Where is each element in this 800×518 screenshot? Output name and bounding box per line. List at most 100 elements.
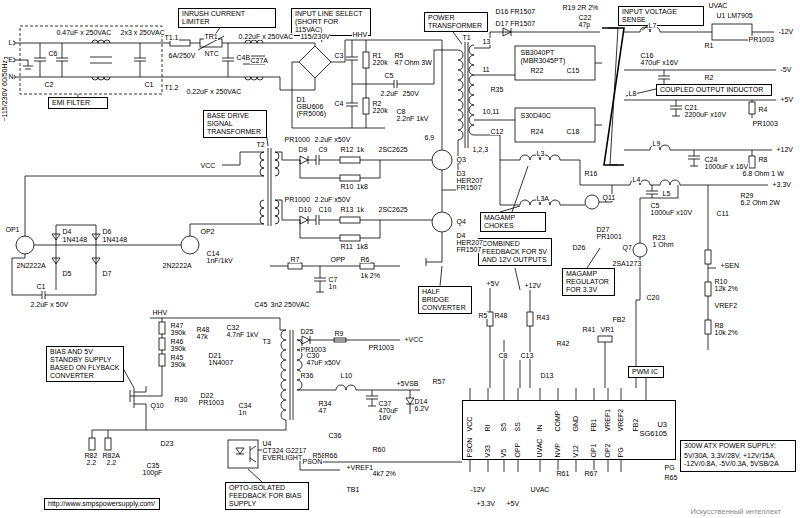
node-text: COMBINED FEEDBACK FOR 5V AND 12V OUTPUTS [482, 240, 548, 264]
part-label: R2 [704, 74, 714, 81]
part-label: 390k [170, 361, 186, 368]
part-label: PSON [302, 458, 323, 465]
part-label: C11 [716, 210, 729, 217]
part-label: C5 [384, 72, 394, 79]
part-label: R29 [740, 192, 754, 199]
part-label: T2 [256, 141, 265, 148]
part-label: 0.22uF x 250VAC [238, 33, 294, 40]
part-label: C15 [566, 67, 580, 74]
pin-name: FB1 [590, 418, 597, 432]
part-label: D22 [200, 392, 214, 399]
part-label: L3 [536, 150, 545, 157]
part-label: NTC [204, 50, 219, 57]
part-label: 1n [238, 409, 247, 416]
pin-name: RI [484, 424, 491, 432]
part-label: R8 [714, 322, 724, 329]
part-label: 6.2V [414, 405, 429, 412]
part-label: 1k8 [356, 183, 368, 190]
part-label: R1 [704, 42, 714, 49]
pin-name: NVP [554, 443, 561, 458]
part-label: D26 [572, 244, 586, 251]
part-label: D10 [298, 206, 312, 213]
part-label: D17 FR1507 [495, 20, 536, 27]
part-label: L3A [536, 195, 549, 202]
part-label: L9 [652, 140, 661, 147]
part-label: C16 [640, 52, 654, 59]
node-text: EMI FILTER [52, 99, 104, 107]
part-label: R60 [372, 446, 386, 453]
part-label: CT324 G2217 [262, 447, 307, 454]
callout-box: COMBINED FEEDBACK FOR 5V AND 12V OUTPUTS [478, 238, 552, 266]
part-label: 4.7nF 1kV [226, 331, 259, 338]
part-label: Q3 [456, 156, 466, 163]
part-label: D27 [596, 226, 610, 233]
part-label: R4 [758, 106, 768, 113]
part-label: 1 Ohm [652, 241, 674, 248]
part-label: C8 [498, 352, 508, 359]
part-label: C6 [48, 50, 58, 57]
part-label: +12V [776, 146, 794, 153]
part-label: PR1001 [596, 233, 622, 240]
part-label: C3 [334, 52, 344, 59]
part-label: Q11 [602, 194, 616, 201]
part-label: C27A [250, 57, 269, 64]
part-label: PR1003 [748, 36, 774, 43]
part-label: R12 [340, 146, 354, 153]
part-label: FB2 [612, 316, 626, 323]
part-label: +5VSB [396, 380, 419, 387]
part-label: C21 [684, 104, 698, 111]
part-label: N [8, 73, 14, 80]
part-label: 250V [402, 90, 419, 97]
part-label: VREF2 [714, 302, 738, 309]
part-label: 1,2,3 [472, 146, 489, 153]
node-text: HALF BRIDGE CONVERTER [422, 288, 468, 312]
part-label: C8 [396, 108, 406, 115]
part-label: 12k 2% [714, 285, 738, 292]
part-label: R47 [170, 322, 184, 329]
callout-box: BASE DRIVE SIGNAL TRANSFORMER [203, 110, 267, 138]
part-label: +12V [524, 282, 542, 289]
part-label: 2.2uF x 50V [30, 301, 69, 308]
part-label: 11 [482, 66, 490, 73]
node-text: BIAS AND 5V STANDBY SUPPLY BASED ON FLYB… [50, 348, 120, 380]
callout-box: BIAS AND 5V STANDBY SUPPLY BASED ON FLYB… [46, 346, 124, 382]
node-text: PWM IC [632, 368, 660, 376]
part-label: R10 [340, 183, 354, 190]
part-label: PR1003 [198, 399, 224, 406]
part-label: TR1 [204, 33, 218, 40]
pin-name: COMP [554, 410, 561, 432]
part-label: R41 [582, 326, 596, 333]
part-label: 47 Ohm 3W [394, 59, 432, 66]
part-label: R66 [324, 452, 338, 459]
callout-box: POWER TRANSFORMER [424, 12, 488, 32]
part-label: 1n [328, 283, 337, 290]
part-label: TB1 [346, 486, 360, 493]
part-label: EVERLIGHT [262, 454, 303, 461]
pin-name: SS [514, 422, 521, 432]
part-label: +SEN [720, 262, 739, 269]
part-label: 0.47uF x 250VAC [56, 29, 112, 36]
part-label: Q4 [456, 218, 466, 225]
ic-body: U3SG6105 [462, 400, 676, 460]
part-label: U4 [262, 440, 272, 447]
part-label: 2.2uF x50V [314, 196, 351, 203]
part-label: PR1003 [368, 344, 394, 351]
part-label: 6.2 Ohm 2W [740, 199, 780, 206]
part-label: +VREF1 [346, 464, 374, 471]
part-label: D4 [456, 232, 466, 239]
node-text: INRUSH CURRENT LIMITER [182, 10, 272, 26]
part-label: C4 [334, 100, 344, 107]
part-label: (FR5006) [296, 110, 327, 117]
part-label: 1000uF x 16V [704, 163, 749, 170]
part-label: C45 [254, 301, 268, 308]
part-label: C4B [236, 54, 251, 61]
part-label: R13 [340, 206, 354, 213]
part-label: 1N4007 [208, 359, 234, 366]
part-label: R35 [490, 86, 504, 93]
part-label: R8 [758, 156, 768, 163]
part-label: R61 [556, 470, 570, 477]
part-label: 2.2uF x50V [314, 136, 351, 143]
part-label: FR1507 [456, 184, 482, 191]
part-label: C12 [490, 128, 504, 135]
part-label: HER207 [456, 177, 483, 184]
